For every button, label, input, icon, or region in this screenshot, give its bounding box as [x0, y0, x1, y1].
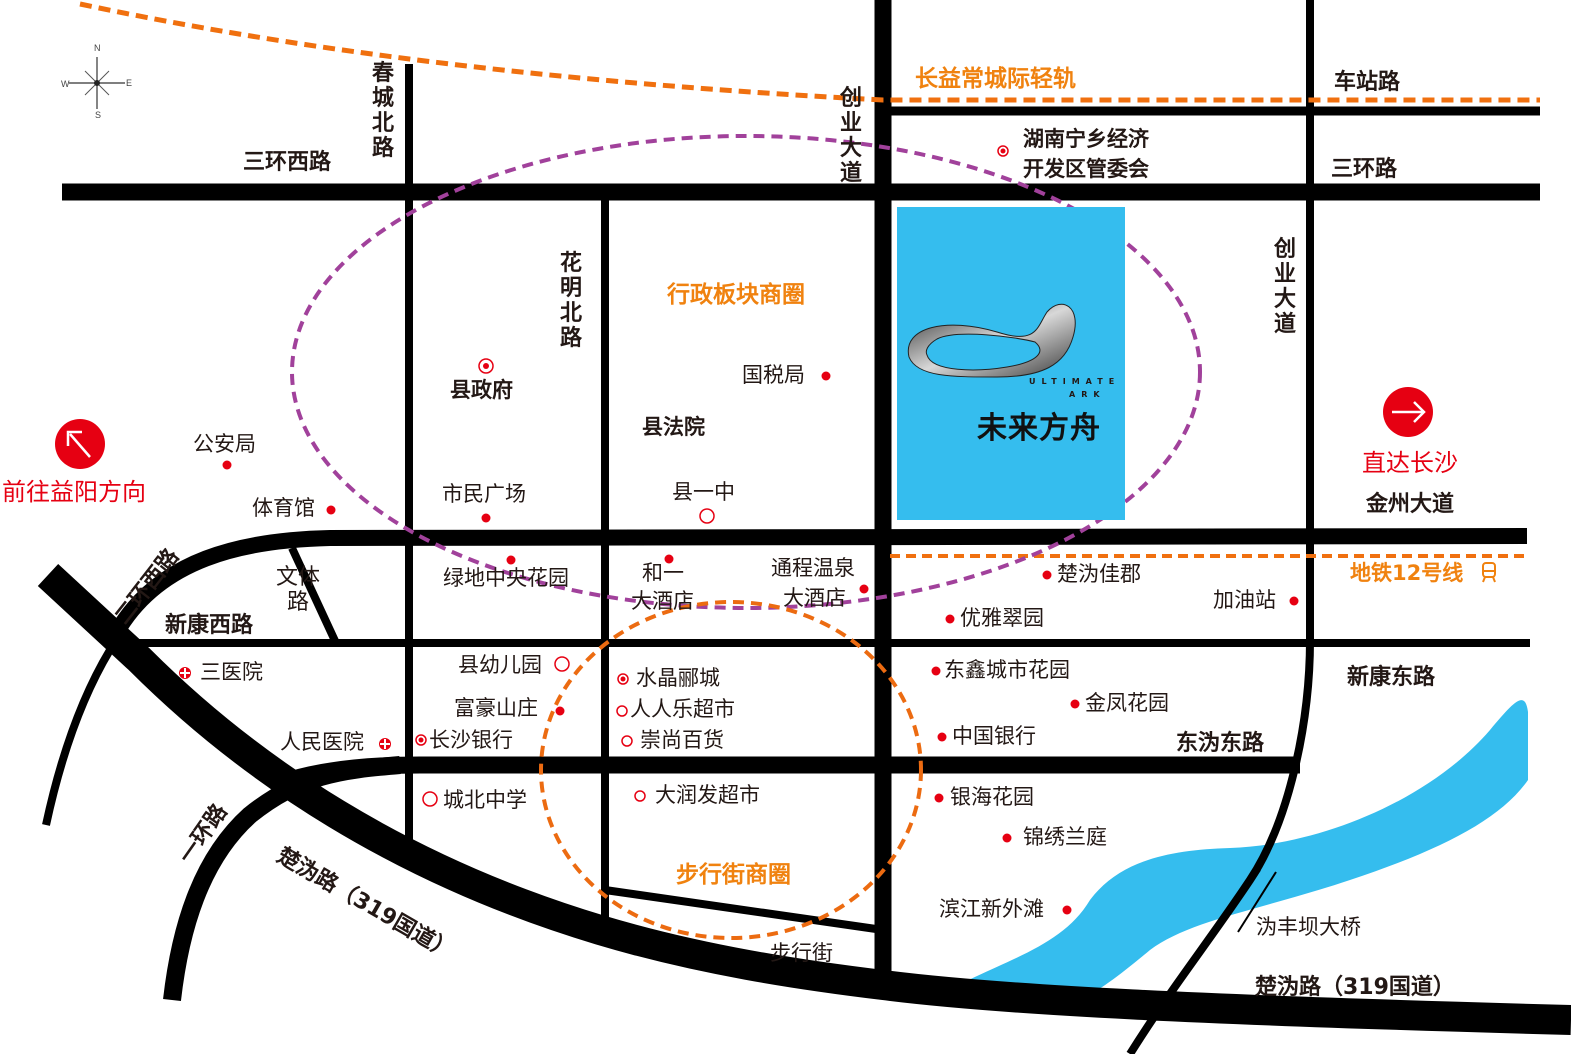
direction-yiyang: 前往益阳方向 [2, 478, 146, 506]
project-ultimate-ark[interactable]: ULTIMATE ARK 未来方舟 [897, 207, 1125, 520]
poi-xianzhengfu: 县政府 [450, 378, 513, 402]
road-label-sanhuan: 三环路 [1331, 157, 1398, 182]
poi-yinhai: 银海花园 [950, 785, 1034, 809]
poi-guoshuiju: 国税局 [742, 363, 805, 387]
poi-chuwei-jiajun: 楚沩佳郡 [1057, 562, 1141, 586]
road-label-chuangye-top: 创业大道 [839, 86, 862, 186]
poi-binjiang: 滨江新外滩 [939, 897, 1044, 921]
poi-jinxiu: 锦绣兰庭 [1023, 825, 1107, 849]
metro-line-label: 地铁12号线 [1350, 561, 1464, 585]
poi-renmin-hospital: 人民医院 [280, 730, 364, 754]
poi-shuijing: 水晶郦城 [636, 666, 720, 690]
arrow-northwest-icon [55, 419, 105, 469]
road-label-chuangye-right: 创业大道 [1273, 237, 1296, 337]
road-label-dongwei-dong: 东沩东路 [1176, 731, 1265, 756]
zone-label-admin: 行政板块商圈 [667, 282, 805, 308]
poi-fuhao: 富豪山庄 [454, 696, 538, 720]
train-icon [1482, 562, 1496, 583]
arrow-east-icon [1383, 387, 1433, 437]
poi-chongshang: 崇尚百货 [640, 728, 724, 752]
poi-xianfayuan: 县法院 [642, 415, 705, 439]
road-label-huamingbei: 花明北路 [559, 251, 582, 351]
zone-label-pedestrian: 步行街商圈 [676, 862, 791, 888]
brand-name-en-line1: ULTIMATE [1029, 377, 1121, 386]
road-label-jinzhou: 金州大道 [1366, 492, 1455, 517]
poi-tongcheng-line1: 通程温泉 [771, 556, 855, 580]
road-label-chuwei-right: 楚沩路（319国道） [1255, 975, 1455, 1000]
poi-boc: 中国银行 [952, 724, 1036, 748]
poi-tongcheng-line2: 大酒店 [783, 586, 846, 610]
direction-changsha: 直达长沙 [1362, 449, 1458, 477]
road-label-sanhuan-xi: 三环西路 [243, 150, 332, 175]
road-label-xinkang-dong: 新康东路 [1347, 665, 1436, 690]
poi-guanwei-line2: 开发区管委会 [1023, 157, 1149, 181]
infinity-logo-icon [907, 303, 1076, 378]
poi-jiayouzhan: 加油站 [1213, 588, 1276, 612]
poi-gonganju: 公安局 [193, 432, 256, 456]
road-network [37, 0, 1571, 1054]
compass-n: N [94, 43, 101, 53]
road-label-chezhan: 车站路 [1334, 70, 1401, 95]
poi-xianyizhong: 县一中 [672, 480, 735, 504]
intercity-rail-line [79, 1, 1540, 103]
poi-darunfa: 大润发超市 [655, 783, 760, 807]
compass-w: W [61, 79, 70, 89]
poi-sanyiyuan: 三医院 [200, 660, 263, 684]
poi-renrenle: 人人乐超市 [630, 697, 735, 721]
poi-shimin: 市民广场 [442, 482, 526, 506]
compass-icon [69, 57, 125, 109]
poi-youya: 优雅翠园 [960, 606, 1044, 630]
ring-poi-cores [418, 148, 1006, 743]
poi-dongxin: 东鑫城市花园 [944, 658, 1070, 682]
road-label-chunchengbei: 春城北路 [371, 61, 394, 161]
road-label-xinkang-xi: 新康西路 [165, 613, 254, 638]
hospital-icon [179, 667, 391, 750]
intercity-rail-label: 长益常城际轻轨 [915, 66, 1076, 92]
river [930, 700, 1528, 1000]
brand-name-en-line2: ARK [1069, 390, 1106, 399]
poi-lvdi: 绿地中央花园 [443, 566, 569, 590]
compass-e: E [126, 78, 133, 88]
road-label-wenti: 文体路 [275, 565, 320, 615]
ring-poi-markers [415, 145, 1009, 807]
poi-heyi-line2: 大酒店 [631, 589, 694, 613]
poi-jinfeng: 金凤花园 [1085, 691, 1169, 715]
admin-zone-circle [290, 134, 1202, 610]
brand-name-cn: 未来方舟 [977, 411, 1101, 446]
pedestrian-zone-circle [539, 600, 923, 940]
poi-guanwei-line1: 湖南宁乡经济 [1023, 127, 1149, 151]
road-label-buxingjie: 步行街 [770, 941, 833, 965]
compass-s: S [95, 110, 102, 120]
poi-changsha-bank: 长沙银行 [429, 728, 513, 752]
poi-bridge: 沩丰坝大桥 [1256, 915, 1361, 939]
poi-tiyuguan: 体育馆 [252, 496, 315, 520]
poi-chengbei: 城北中学 [443, 788, 527, 812]
poi-heyi-line1: 和一 [642, 561, 684, 585]
poi-youeryuan: 县幼儿园 [458, 653, 542, 677]
poi-markers [222, 371, 1299, 915]
